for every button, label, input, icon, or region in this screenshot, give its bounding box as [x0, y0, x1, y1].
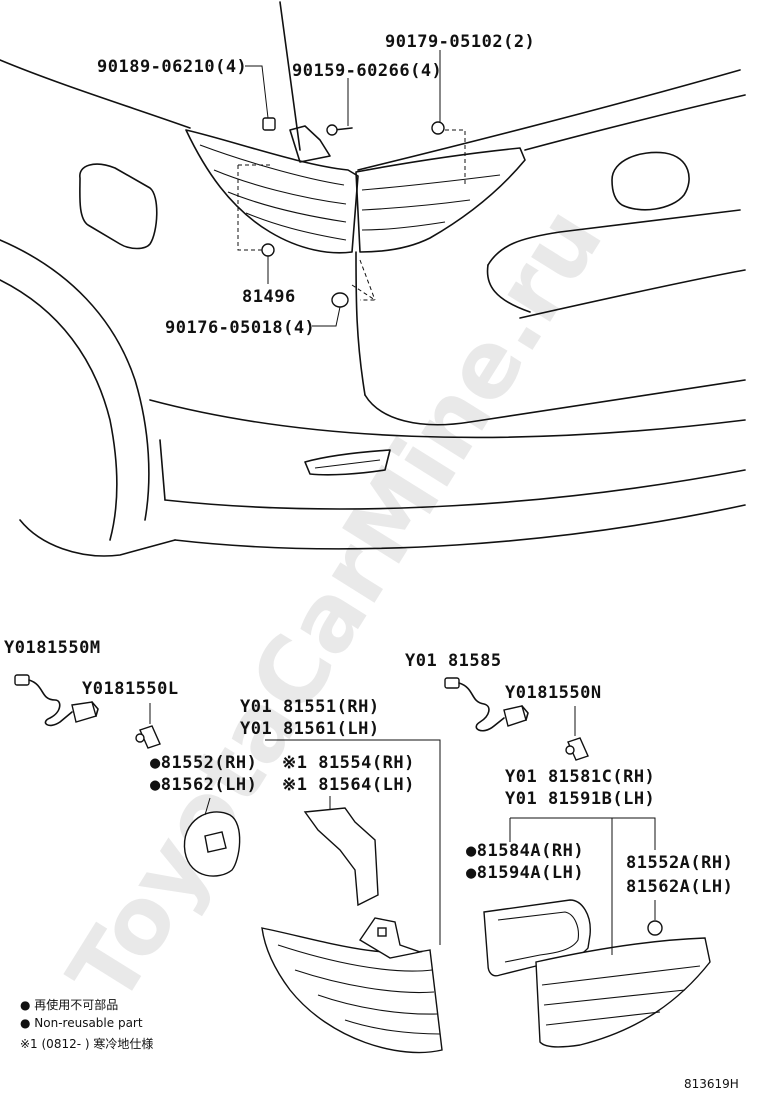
label-y81550l: Y0181550L	[82, 679, 179, 699]
label-y81550m: Y0181550M	[4, 638, 101, 658]
outer-lamp-group	[14, 674, 443, 1054]
vehicle-body-drawing	[0, 1, 746, 557]
label-y81551: Y01 81551(RH)	[240, 697, 380, 717]
label-y81550n: Y0181550N	[505, 683, 602, 703]
label-90159-60266: 90159-60266(4)	[292, 61, 442, 81]
label-90179-05102: 90179-05102(2)	[385, 32, 535, 52]
label-y81585: Y01 81585	[405, 651, 502, 671]
legend-line-cold: ※1 (0812- ) 寒冷地仕様	[20, 1036, 153, 1051]
label-90176-05018: 90176-05018(4)	[165, 318, 315, 338]
callout-labels: 90189-06210(4) 90159-60266(4) 90179-0510…	[4, 32, 733, 897]
label-y81561: Y01 81561(LH)	[240, 719, 380, 739]
legend-line-en: ● Non-reusable part	[20, 1016, 143, 1030]
label-y81591b: Y01 81591B(LH)	[505, 789, 655, 809]
label-81594a: ●81594A(LH)	[466, 863, 584, 883]
label-81584a: ●81584A(RH)	[466, 841, 584, 861]
inner-lamp-group	[444, 677, 711, 1048]
label-81562a: 81562A(LH)	[626, 877, 733, 897]
label-81564: ※1 81564(LH)	[282, 775, 415, 795]
label-81552a: 81552A(RH)	[626, 853, 733, 873]
label-81562: ●81562(LH)	[150, 775, 257, 795]
label-81552: ●81552(RH)	[150, 753, 257, 773]
label-81554: ※1 81554(RH)	[282, 753, 415, 773]
legend: ● 再使用不可部品 ● Non-reusable part ※1 (0812- …	[20, 997, 153, 1051]
label-81496: 81496	[242, 287, 296, 307]
legend-line-jp: ● 再使用不可部品	[20, 997, 118, 1012]
diagram-id: 813619H	[684, 1077, 739, 1091]
label-90189-06210: 90189-06210(4)	[97, 57, 247, 77]
label-y81581c: Y01 81581C(RH)	[505, 767, 655, 787]
